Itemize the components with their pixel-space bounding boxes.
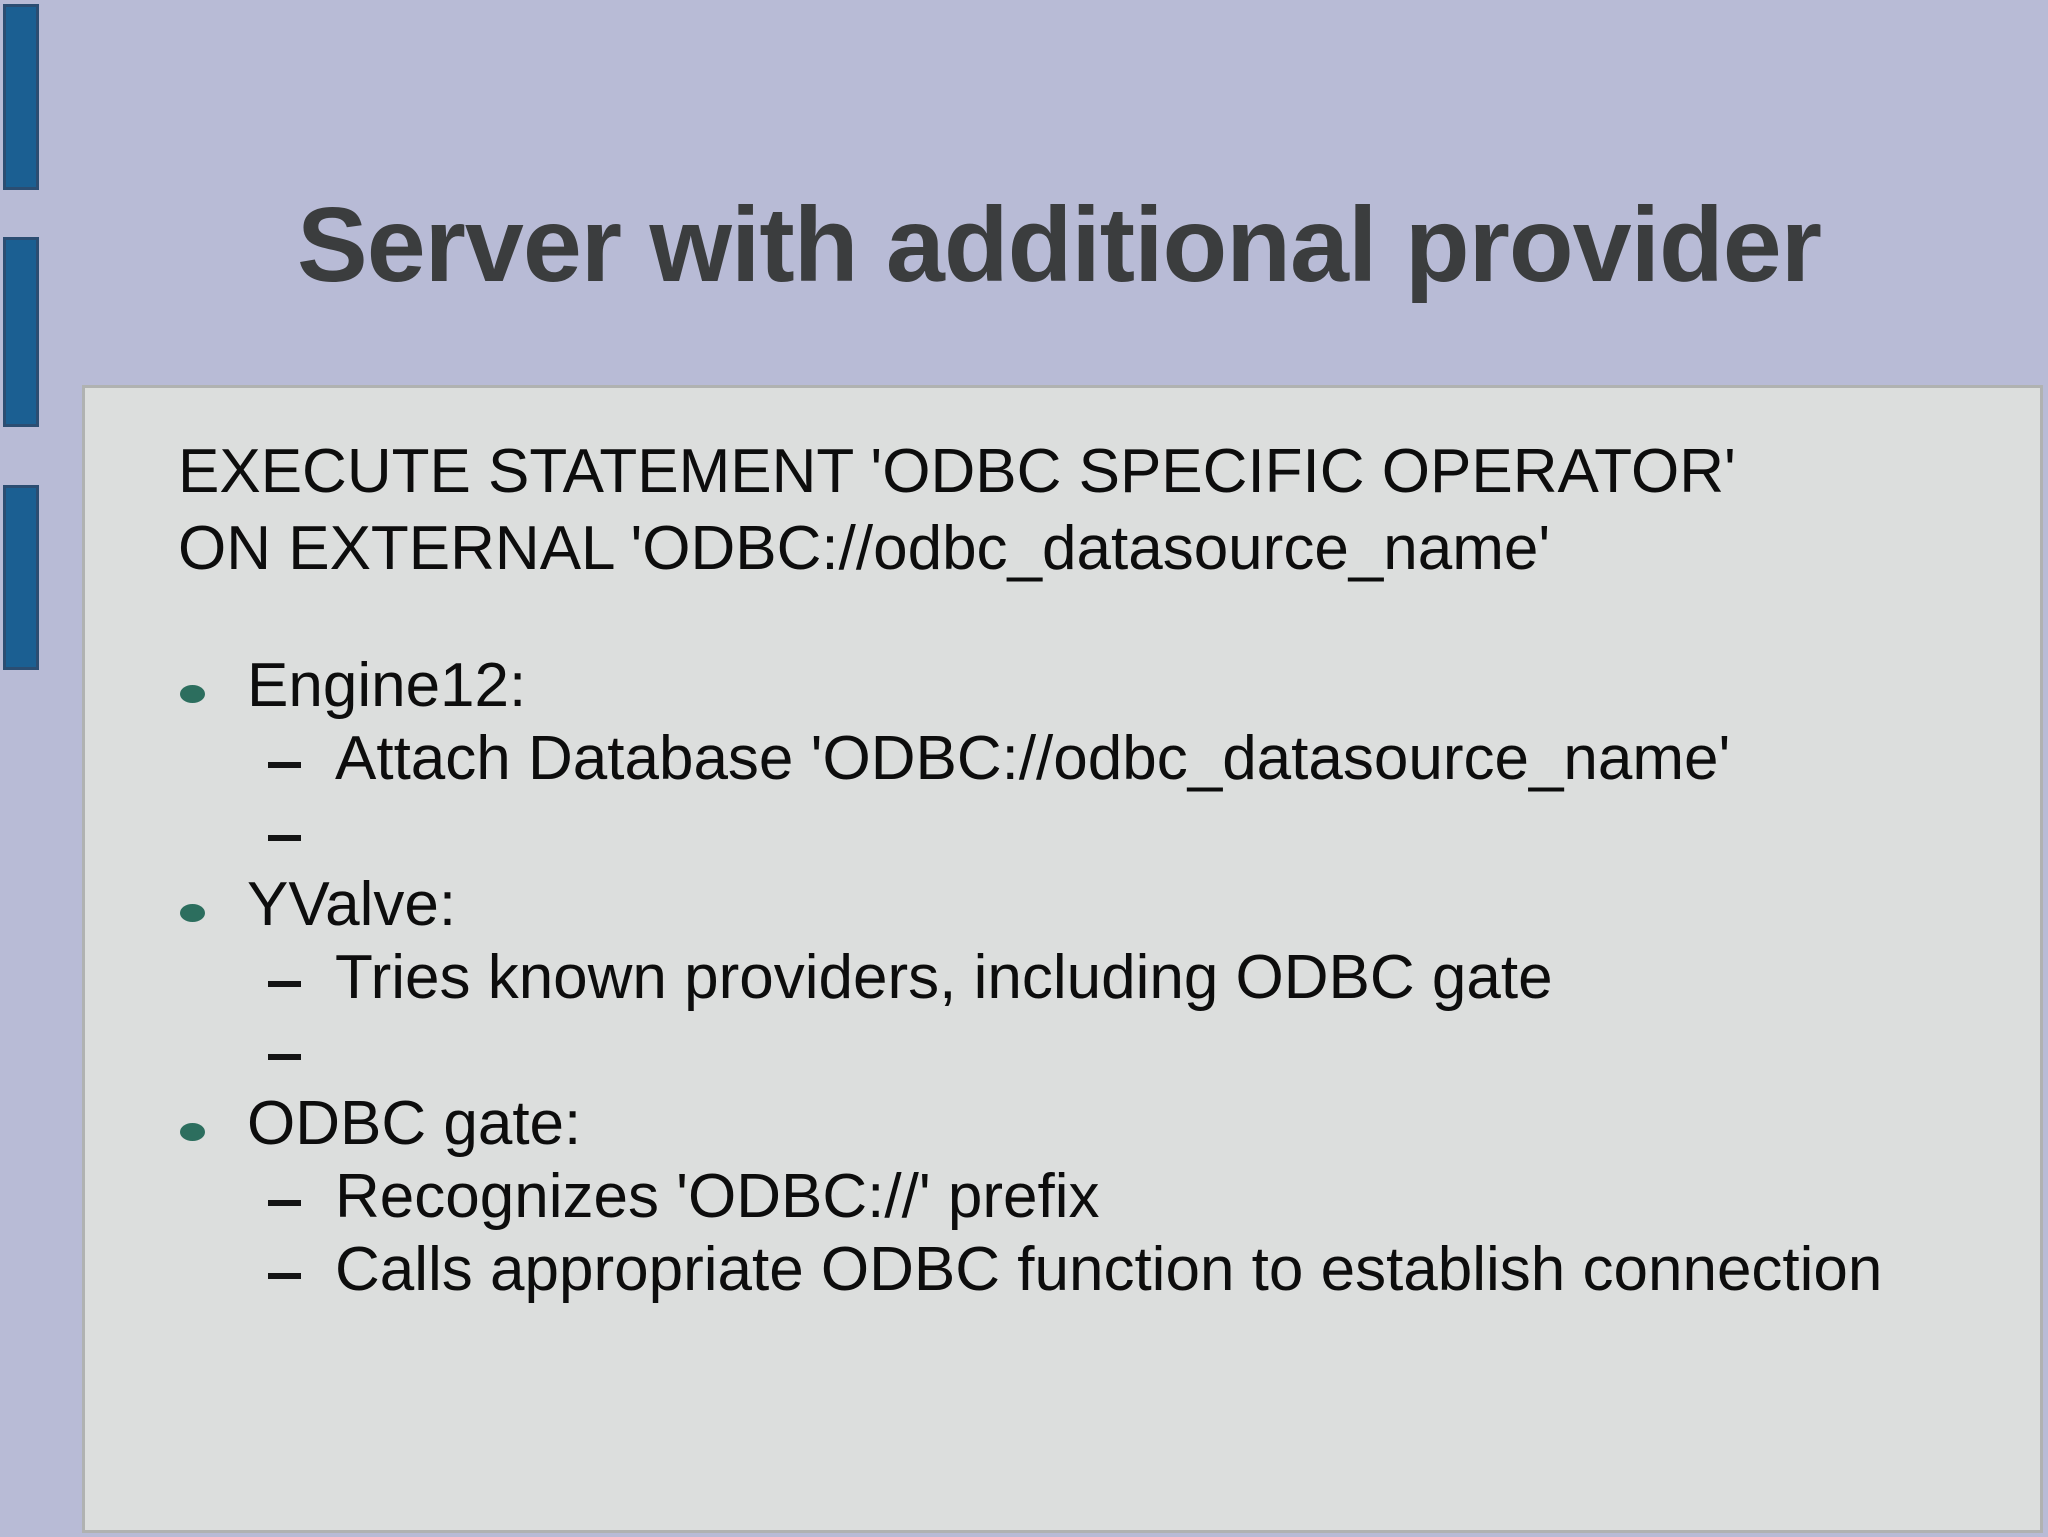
- slide-title: Server with additional provider: [297, 186, 1822, 304]
- dash-marker-icon: [268, 835, 301, 841]
- list-item-text: Engine12:: [247, 651, 527, 720]
- list-item-text: Calls appropriate ODBC function to estab…: [335, 1235, 1883, 1304]
- bullet-dot-icon: [180, 685, 205, 703]
- list-item-text: Tries known providers, including ODBC ga…: [335, 943, 1553, 1012]
- left-accent-bar-1: [3, 4, 39, 190]
- dash-marker-icon: [268, 762, 301, 768]
- list-item-text: Attach Database 'ODBC://odbc_datasource_…: [335, 724, 1731, 793]
- bullet-dot-icon: [180, 904, 205, 922]
- dash-marker-icon: [268, 981, 301, 987]
- list-item-text: Recognizes 'ODBC://' prefix: [335, 1162, 1100, 1231]
- list-item-sub: [178, 1014, 1882, 1087]
- statement-line-1: EXECUTE STATEMENT 'ODBC SPECIFIC OPERATO…: [178, 437, 1736, 506]
- list-item-sub: Recognizes 'ODBC://' prefix: [178, 1160, 1882, 1233]
- statement-line-2: ON EXTERNAL 'ODBC://odbc_datasource_name…: [178, 514, 1551, 583]
- content-panel: [82, 385, 2043, 1533]
- list-item-bullet: Engine12:: [178, 649, 1882, 722]
- dash-marker-icon: [268, 1054, 301, 1060]
- bullet-dot-icon: [180, 1123, 205, 1141]
- dash-marker-icon: [268, 1200, 301, 1206]
- dash-marker-icon: [268, 1273, 301, 1279]
- list-item-bullet: ODBC gate:: [178, 1087, 1882, 1160]
- list-item-text: ODBC gate:: [247, 1089, 582, 1158]
- list-item-sub: Attach Database 'ODBC://odbc_datasource_…: [178, 722, 1882, 795]
- list-item-sub: Tries known providers, including ODBC ga…: [178, 941, 1882, 1014]
- list-item-text: YValve:: [247, 870, 457, 939]
- list-item-sub: Calls appropriate ODBC function to estab…: [178, 1233, 1882, 1306]
- left-accent-bar-3: [3, 485, 39, 670]
- bullet-list: Engine12:Attach Database 'ODBC://odbc_da…: [178, 649, 1882, 1306]
- list-item-sub: [178, 795, 1882, 868]
- execute-statement-block: EXECUTE STATEMENT 'ODBC SPECIFIC OPERATO…: [178, 433, 1736, 587]
- left-accent-bar-2: [3, 237, 39, 427]
- list-item-bullet: YValve:: [178, 868, 1882, 941]
